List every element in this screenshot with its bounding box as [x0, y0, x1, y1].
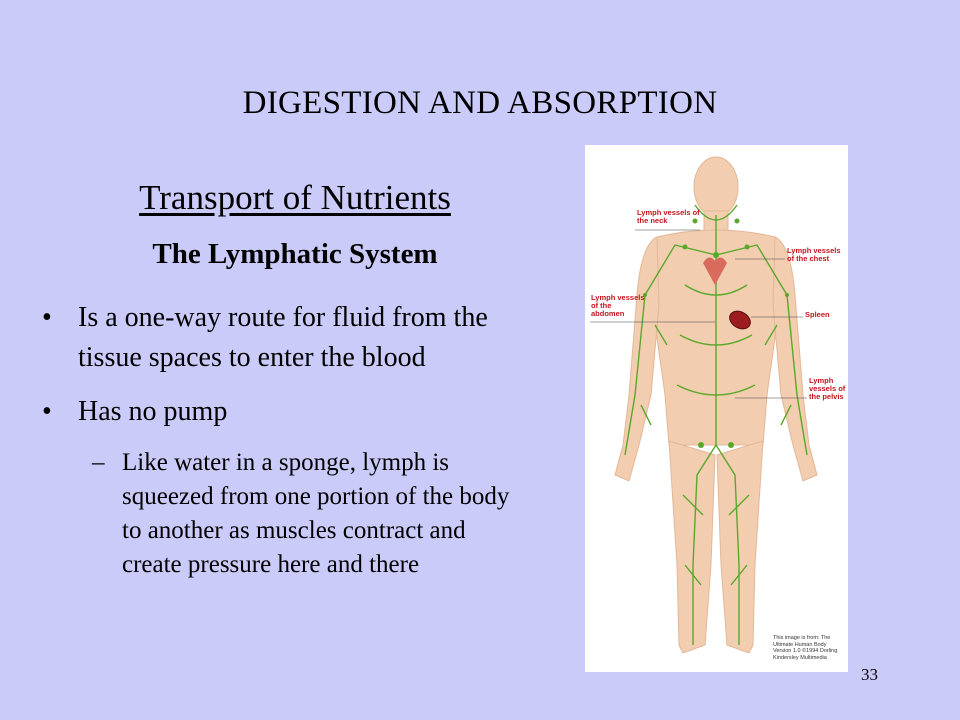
bullet-list: Is a one-way route for fluid from the ti… [40, 298, 520, 582]
bullet-item: Has no pump [40, 392, 520, 432]
label-abdomen: Lymph vessels of the abdomen [591, 293, 645, 318]
sub-bullet-text: Like water in a sponge, lymph is squeeze… [122, 449, 510, 578]
bullet-item: Is a one-way route for fluid from the ti… [40, 298, 520, 378]
lymphatic-system-illustration: Lymph vessels of the neck Lymph vessels … [585, 145, 848, 672]
section-heading: The Lymphatic System [152, 238, 438, 270]
dash-marker: – [92, 449, 105, 476]
spleen-shape [729, 310, 751, 330]
slide-number: 33 [861, 665, 878, 684]
body-figure [590, 156, 818, 654]
subtitle: Transport of Nutrients [139, 178, 451, 217]
label-chest: Lymph vessels of the chest [787, 246, 841, 263]
image-credit: This image is from: The Ultimate Human B… [773, 635, 838, 661]
heart-shape [703, 257, 727, 285]
label-pelvis: Lymph vessels of the pelvis [809, 376, 846, 401]
sub-bullet-item: – Like water in a sponge, lymph is squee… [40, 446, 522, 582]
label-neck: Lymph vessels of the neck [637, 208, 700, 225]
slide-title: DIGESTION AND ABSORPTION [242, 85, 718, 121]
label-spleen: Spleen [805, 310, 830, 319]
